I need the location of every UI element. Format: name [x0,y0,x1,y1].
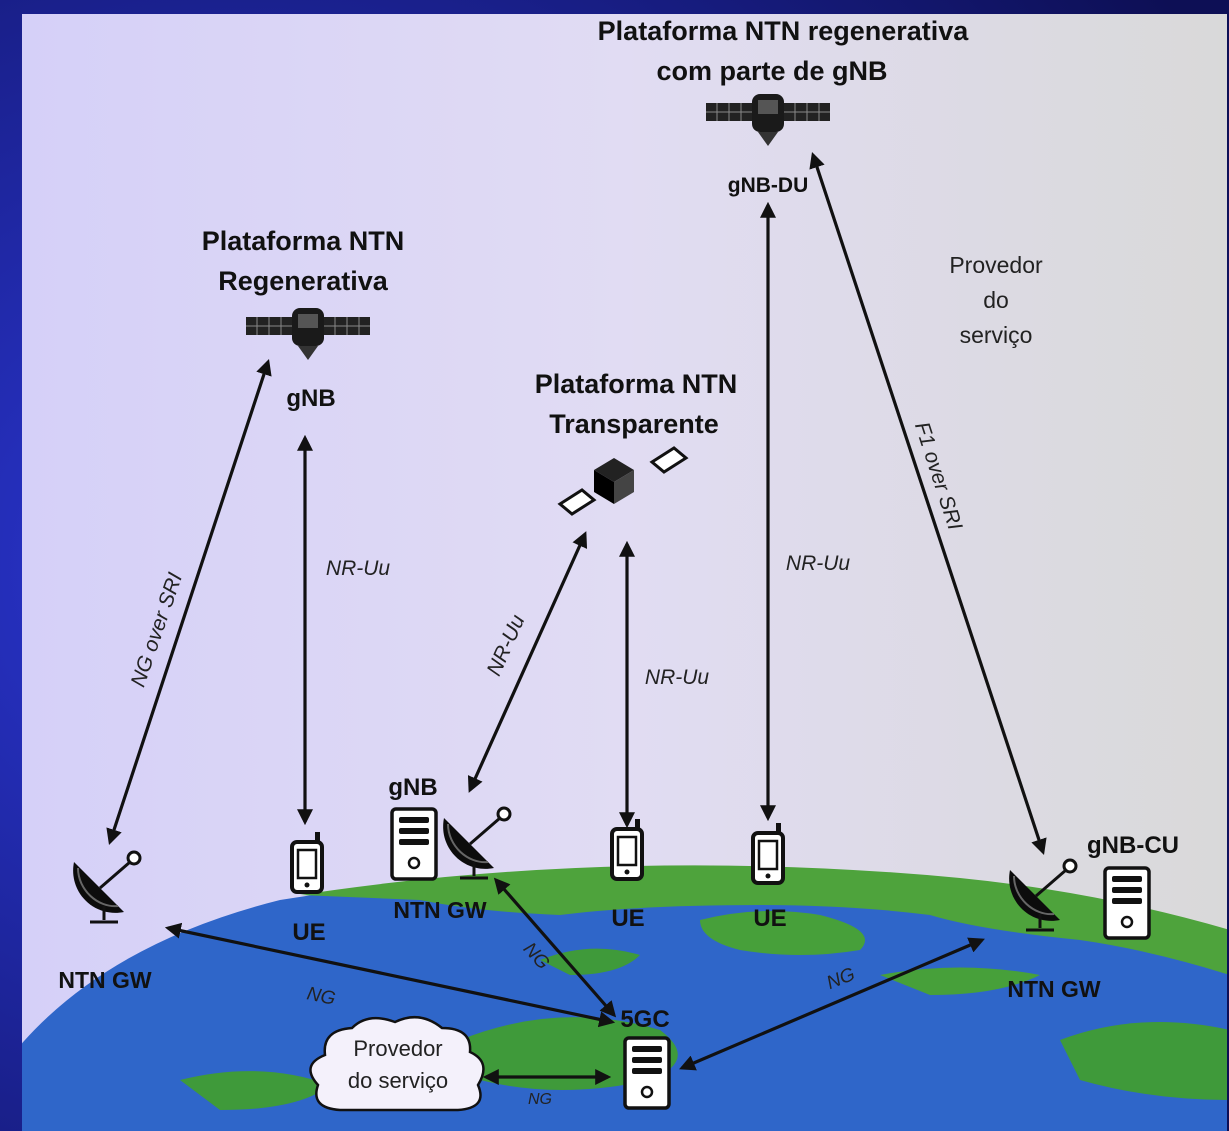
server-icon [623,1036,671,1110]
phone-icon [290,830,324,894]
transparent-satellite-icon [557,446,689,516]
server-icon [390,807,438,881]
gnb-cu-label: gNB-CU [1087,832,1179,859]
link-f1-over-sri [809,151,1047,856]
gnb-du-label: gNB-DU [728,174,808,197]
provider-top-line1: Provedor [949,252,1043,278]
platform-transparent-title-1: Plataforma NTN [535,369,738,399]
provider-top-line3: serviço [960,322,1033,348]
ntn-gw-left-label: NTN GW [58,967,152,993]
link-ng-mid [493,877,617,1018]
label-nr-uu-regen: NR-Uu [326,557,390,580]
platform-transparent-title-2: Transparente [549,409,719,439]
gnb-ground-label: gNB [388,774,437,801]
platform-regen-left-title-2: Regenerativa [218,266,389,296]
label-nr-uu-du: NR-Uu [786,552,850,575]
server-icon [1103,866,1151,940]
gnb-satellite-label: gNB [286,385,335,412]
core-5gc-label: 5GC [620,1006,669,1033]
link-ng-right [679,937,985,1071]
link-ng-over-sri [106,358,272,846]
platform-regen-top-title-1: Plataforma NTN regenerativa [598,16,970,46]
label-nr-uu-transparent-ue: NR-Uu [645,666,709,689]
platform-regen-left-title-1: Plataforma NTN [202,226,405,256]
ntn-gw-right-label: NTN GW [1007,976,1101,1002]
phone-icon [610,817,644,881]
ue-3-label: UE [753,905,786,932]
provider-cloud-line2: do serviço [348,1068,448,1093]
platform-regen-top-title-2: com parte de gNB [656,56,887,86]
link-nr-uu-transparent-gw [467,531,588,793]
provider-top-line2: do [983,287,1009,313]
ue-1-label: UE [292,919,325,946]
connection-lines [106,151,1047,1085]
cloud-icon [309,1015,485,1112]
ue-2-label: UE [611,905,644,932]
phone-icon [751,821,785,885]
provider-cloud-line1: Provedor [353,1036,442,1061]
label-ng-cloud: NG [528,1091,552,1108]
ntn-gw-mid-label: NTN GW [393,897,487,923]
